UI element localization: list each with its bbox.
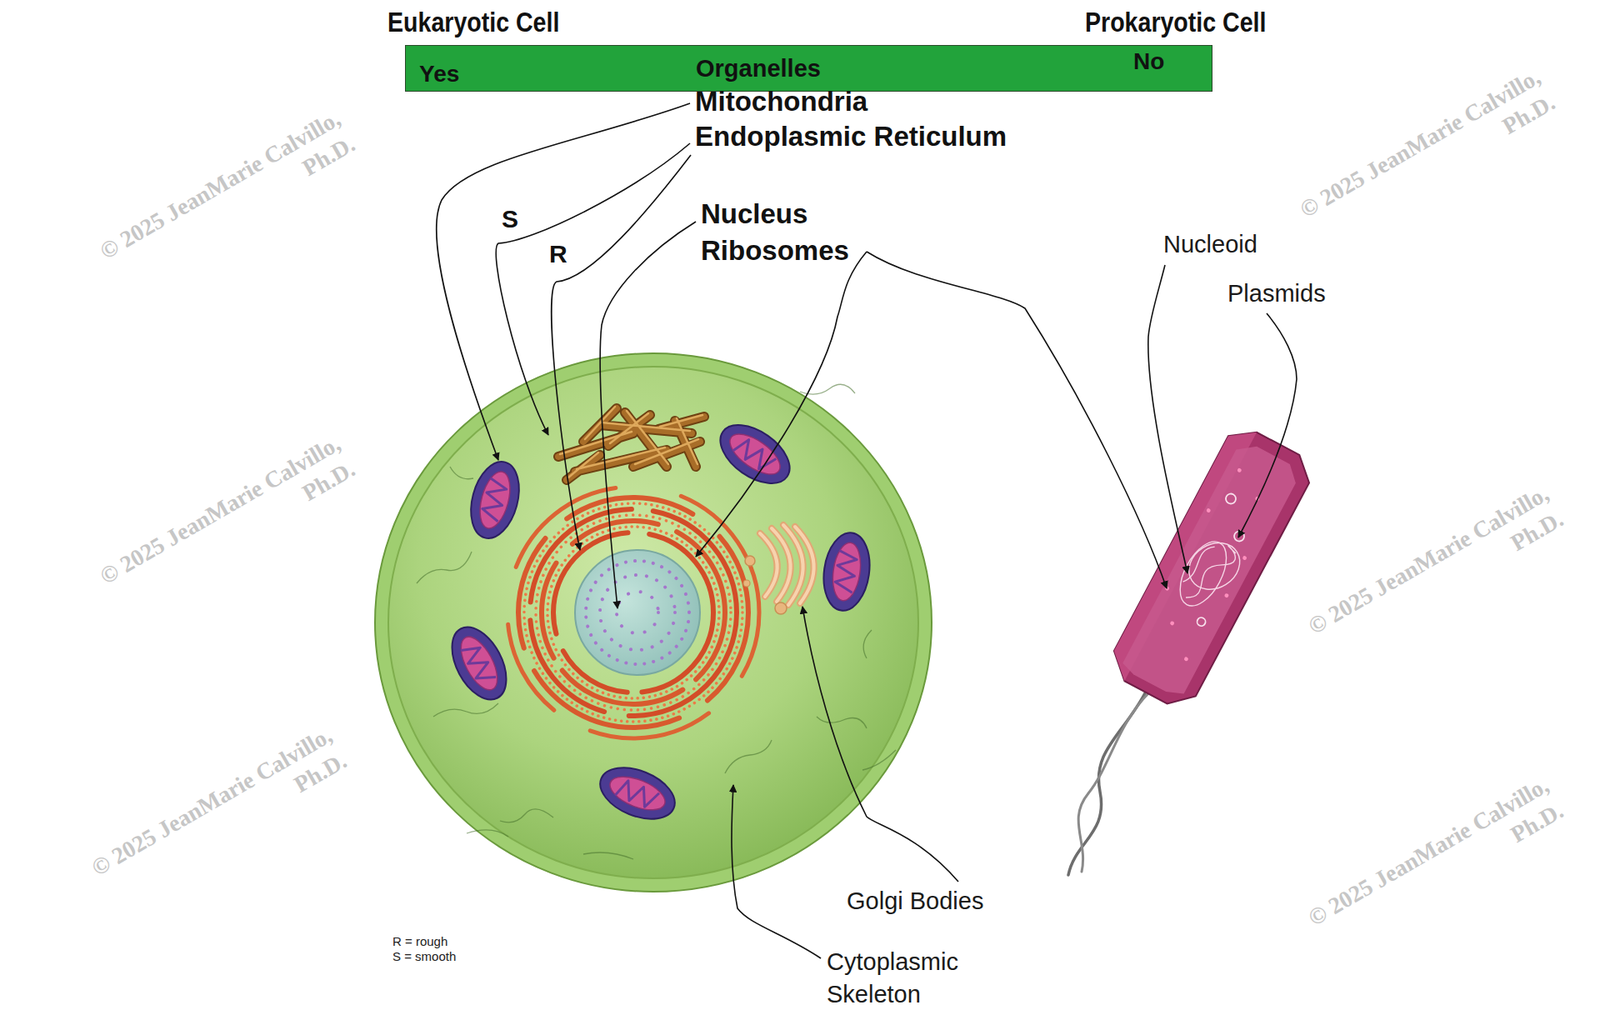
nucleus	[575, 550, 700, 675]
golgi-vesicle	[775, 602, 787, 615]
golgi-cisterna	[760, 525, 815, 605]
mitochondrion	[440, 618, 518, 709]
label-holder: © 2025 JeanMarie Calvillo, Ph.D.	[1265, 479, 1569, 689]
ribosome	[1205, 507, 1211, 513]
er-ribosomes	[535, 515, 731, 710]
leader-line	[436, 103, 690, 460]
nucleoid-dna	[1176, 535, 1240, 610]
rough-er	[518, 497, 749, 728]
text-holder: No	[1133, 48, 1165, 75]
plasmid	[1224, 491, 1238, 505]
part-label: Golgi Bodies	[846, 887, 984, 915]
label-holder: © 2025 JeanMarie Calvillo, Ph.D.	[1265, 770, 1569, 980]
label-holder: © 2025 JeanMarie Calvillo, Ph.D.	[48, 720, 352, 930]
label-holder: © 2025 JeanMarie Calvillo, Ph.D.	[56, 429, 360, 639]
flagellum	[1068, 690, 1147, 875]
leader-line	[731, 785, 821, 959]
label-holder: Ribosomes	[700, 235, 850, 267]
label-holder: R = rough	[392, 935, 448, 950]
leader-line	[495, 143, 690, 435]
mitochondrion	[710, 413, 800, 495]
watermark: © 2025 JeanMarie Calvillo, Ph.D.	[56, 104, 360, 314]
bacterium-wall	[1104, 421, 1320, 715]
ribosome	[1164, 585, 1170, 591]
label-holder: Prokaryotic Cell	[1085, 6, 1301, 38]
plasmid	[1195, 615, 1208, 628]
leader-line	[695, 251, 867, 557]
label-holder: Cytoplasmic Skeleton	[826, 945, 994, 1011]
watermark: © 2025 JeanMarie Calvillo, Ph.D.	[1265, 770, 1569, 980]
label-holder: Nucleus	[700, 198, 808, 230]
answer-value: Yes	[419, 60, 460, 88]
er-type-letter: R	[549, 240, 568, 270]
label-holder: S = smooth	[392, 950, 456, 965]
key-note: S = smooth	[392, 950, 456, 965]
golgi-cisterna	[760, 525, 815, 605]
label-holder: © 2025 JeanMarie Calvillo, Ph.D.	[1256, 62, 1560, 272]
organelle-name: Ribosomes	[700, 235, 850, 267]
label-holder: © 2025 JeanMarie Calvillo, Ph.D.	[56, 104, 360, 314]
bacterium-cytoplasm	[1120, 438, 1302, 700]
row-heading: Organelles	[695, 55, 821, 83]
nucleoid-dna	[1170, 534, 1236, 614]
smooth-er-highlight	[560, 406, 703, 478]
part-label: Plasmids	[1227, 280, 1326, 308]
comparison-band: Yes Organelles No	[405, 45, 1213, 92]
text-holder: Organelles	[695, 55, 821, 83]
cytoplasm	[388, 366, 919, 879]
label-holder: Plasmids	[1227, 280, 1326, 308]
organelle-name: Nucleus	[700, 198, 808, 230]
ribosome	[1224, 592, 1230, 598]
label-holder: Endoplasmic Reticulum	[695, 120, 1007, 153]
mitochondrion	[592, 757, 682, 829]
er-ribosomes	[547, 526, 720, 699]
watermark: © 2025 JeanMarie Calvillo, Ph.D.	[1256, 62, 1560, 272]
mitochondrion	[819, 530, 875, 615]
cell-type-title: Eukaryotic Cell	[387, 6, 560, 38]
leader-line	[1238, 313, 1297, 538]
mitochondrion	[463, 456, 527, 545]
nucleus-dots	[616, 591, 659, 634]
cell-type-title: Prokaryotic Cell	[1085, 6, 1266, 38]
ribosome	[1169, 620, 1175, 626]
watermark: © 2025 JeanMarie Calvillo, Ph.D.	[1265, 479, 1569, 689]
er-type-letter: S	[501, 205, 519, 235]
text-holder: Yes	[419, 60, 460, 88]
organelle-name: Mitochondria	[695, 85, 868, 118]
organelle-name: Endoplasmic Reticulum	[695, 120, 1007, 153]
golgi-vesicle	[743, 580, 750, 587]
leader-line	[1148, 265, 1188, 574]
leader-line	[600, 221, 696, 609]
golgi-vesicle	[745, 555, 755, 566]
er-ribosomes	[524, 503, 743, 722]
ribosome	[1183, 656, 1189, 662]
ribosome	[1236, 467, 1242, 473]
part-label: Nucleoid	[1163, 230, 1258, 259]
label-holder: Eukaryotic Cell	[387, 6, 593, 38]
leader-line	[551, 155, 691, 550]
label-holder: Nucleoid	[1163, 230, 1258, 259]
answer-value: No	[1133, 48, 1165, 75]
label-holder: S	[501, 205, 519, 235]
cytoskeleton-fiber	[416, 384, 896, 860]
watermark: © 2025 JeanMarie Calvillo, Ph.D.	[56, 429, 360, 639]
label-holder: Mitochondria	[695, 85, 868, 118]
rough-er	[530, 509, 737, 716]
label-holder: Golgi Bodies	[846, 887, 984, 915]
leader-line	[802, 606, 959, 882]
key-note: R = rough	[392, 935, 448, 950]
nucleus-dots	[600, 575, 675, 650]
rough-er	[553, 532, 714, 693]
watermark: © 2025 JeanMarie Calvillo, Ph.D.	[48, 720, 352, 930]
leader-line	[866, 251, 1167, 589]
label-holder: R	[549, 240, 568, 270]
ribosome	[1241, 555, 1247, 560]
part-label: Cytoplasmic Skeleton	[826, 945, 994, 1011]
rough-er	[541, 520, 725, 705]
nucleus-dots	[585, 560, 690, 665]
cell-membrane	[375, 353, 932, 892]
flagellum	[1078, 691, 1150, 872]
